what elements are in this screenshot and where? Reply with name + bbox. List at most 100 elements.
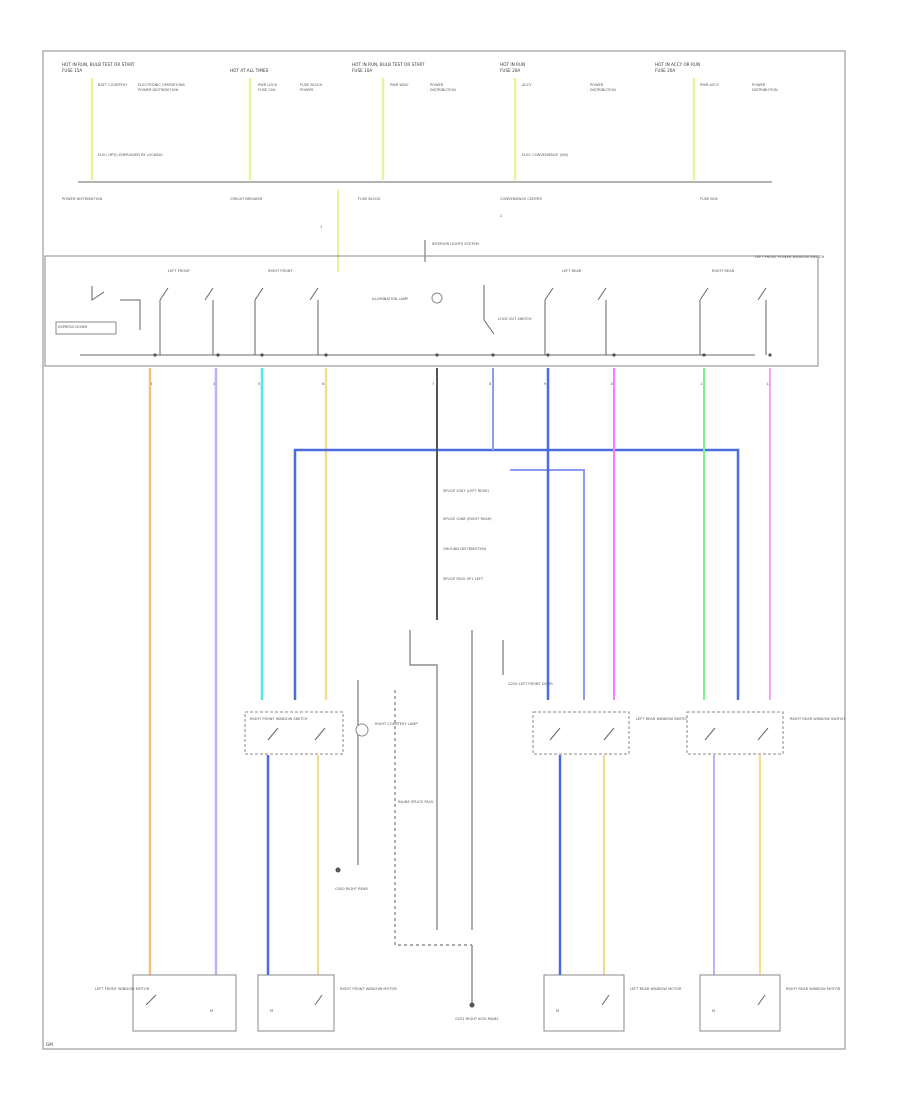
left-front-label: LEFT FRONT <box>168 269 191 273</box>
master-switch-outline <box>44 255 819 367</box>
footer-label: GM <box>46 1042 53 1047</box>
module-3-fuse: FUSE 10A <box>352 68 372 73</box>
module-4-heading: HOT IN RUN <box>500 62 525 67</box>
lr-switch-label: LEFT REAR WINDOW SWITCH <box>636 717 688 721</box>
left-rear-switch: LEFT REAR <box>544 269 607 355</box>
wire-code-2: 4 <box>213 382 216 386</box>
wire-code-6: 8 <box>489 382 492 386</box>
right-front-switch: RIGHT FRONT <box>254 269 319 355</box>
wire-code-10: 12 <box>766 382 771 386</box>
lockout-switch: LOCK OUT SWITCH <box>483 285 532 335</box>
module-1-note-2: POWER DISTRIBUTION <box>138 88 178 92</box>
diagram-frame <box>42 50 846 1050</box>
top-module-4: HOT IN RUN FUSE 20A ACCY POWER DISTRIBUT… <box>500 62 616 201</box>
module-5-note-2: DISTRIBUTION <box>752 88 778 92</box>
wire-code-3: 5 <box>258 382 260 386</box>
module-5-note-1: POWER <box>752 83 766 87</box>
ground-g300: G300 RIGHT REAR <box>335 887 368 891</box>
module-5-heading: HOT IN ACCY OR RUN <box>655 62 700 67</box>
module-1-note-1: ELECTRONIC OPERATIONS <box>138 83 186 87</box>
module-4-bottom-note: ELEC CONVENIENCE (SW) <box>522 153 569 157</box>
rf-motor-label: RIGHT FRONT WINDOW MOTOR <box>340 987 397 991</box>
lf-window-motor: LEFT FRONT WINDOW MOTOR M <box>95 974 237 1032</box>
lr-window-motor: LEFT REAR WINDOW MOTOR M <box>543 974 682 1032</box>
feed-wire-code: 1 <box>320 225 322 229</box>
ground-g201: G201 RIGHT KICK PANEL <box>455 1017 499 1021</box>
module-4-fuse: FUSE 20A <box>500 68 520 73</box>
rr-motor-label: RIGHT REAR WINDOW MOTOR <box>786 987 841 991</box>
module-1-fuse: FUSE 15A <box>62 68 82 73</box>
splice-notes: SPLICE S267 (LEFT REAR) SPLICE S268 (RIG… <box>443 489 492 581</box>
module-5-block: PWR ACCY <box>700 83 720 87</box>
module-4-block: ACCY <box>522 83 532 87</box>
courtesy-note: INTERIOR LIGHTS SYSTEM 2 <box>424 214 502 262</box>
module-4-note-2: DISTRIBUTION <box>590 88 616 92</box>
lf-motor-label: LEFT FRONT WINDOW MOTOR <box>95 987 150 991</box>
wire-code-row: 3 4 5 6 7 8 9 10 11 12 <box>150 382 771 386</box>
lr-motor-icon: M <box>556 1009 559 1013</box>
rr-switch-label: RIGHT REAR WINDOW SWITCH <box>790 717 845 721</box>
lf-motor-icon: M <box>210 1009 213 1013</box>
splice-note-4: SPLICE PACK SP1 LEFT <box>443 577 484 581</box>
splice-note-3: GROUND DISTRIBUTION <box>443 547 486 551</box>
wire-blue-loop <box>293 448 740 700</box>
master-switch-title: LEFT FRONT POWER WINDOW SWITCH <box>755 255 824 259</box>
rf-window-motor: RIGHT FRONT WINDOW MOTOR M <box>257 974 397 1032</box>
central-ground-wiring: G200 LEFT FRONT DOOR INLINE SPLICE PACK … <box>394 630 553 1021</box>
wire-code-4: 6 <box>322 382 325 386</box>
module-2-block: FUSE 20A <box>258 88 276 92</box>
top-module-2: HOT AT ALL TIMES PWR LOCK FUSE 20A FUSE … <box>230 68 323 201</box>
module-3-foot: FUSE BLOCK <box>358 197 381 201</box>
rf-window-switch: RIGHT FRONT WINDOW SWITCH <box>244 711 344 755</box>
rr-window-motor: RIGHT REAR WINDOW MOTOR M <box>699 974 841 1032</box>
top-fuse-row: HOT IN RUN, BULB TEST OR START FUSE 15A … <box>62 62 778 201</box>
module-3-block: PWR WDO <box>390 83 409 87</box>
lockout-label: LOCK OUT SWITCH <box>498 317 532 321</box>
inline-splice-note: INLINE SPLICE PACK <box>398 800 434 804</box>
master-switch-block: LEFT FRONT POWER WINDOW SWITCH EXPRESS D… <box>44 255 824 367</box>
courtesy-note-code: 2 <box>500 214 502 218</box>
courtesy-note-text: INTERIOR LIGHTS SYSTEM <box>432 242 479 246</box>
module-1-heading: HOT IN RUN, BULB TEST OR START <box>62 62 135 67</box>
express-down-label: EXPRESS DOWN <box>58 325 88 329</box>
module-3-heading: HOT IN RUN, BULB TEST OR START <box>352 62 425 67</box>
rf-motor-icon: M <box>270 1009 273 1013</box>
wire-light-blue <box>510 469 585 700</box>
top-module-5: HOT IN ACCY OR RUN FUSE 20A PWR ACCY POW… <box>655 62 778 201</box>
illumination-lamp: ILLUMINATION LAMP <box>372 292 443 304</box>
module-1-foot: POWER DISTRIBUTION <box>62 197 102 201</box>
left-front-switch: LEFT FRONT <box>159 269 214 355</box>
module-3-note-2: DISTRIBUTION <box>430 88 456 92</box>
wire-code-8: 10 <box>610 382 615 386</box>
lr-motor-label: LEFT REAR WINDOW MOTOR <box>630 987 682 991</box>
module-5-foot: FUSE BOX <box>700 197 718 201</box>
express-down-switch: EXPRESS DOWN <box>55 286 141 335</box>
module-2-heading: HOT AT ALL TIMES <box>230 68 269 73</box>
lr-window-switch: LEFT REAR WINDOW SWITCH <box>532 711 688 755</box>
module-4-foot: CONVENIENCE CENTER <box>500 197 542 201</box>
connector-pins <box>153 353 772 357</box>
module-2-foot: CIRCUIT BREAKER <box>230 197 263 201</box>
courtesy-lamp-label: RIGHT COURTESY LAMP <box>375 722 418 726</box>
colored-wires <box>148 368 771 975</box>
top-module-3: HOT IN RUN, BULB TEST OR START FUSE 10A … <box>352 62 456 201</box>
illumination-label: ILLUMINATION LAMP <box>372 297 409 301</box>
splice-note-1: SPLICE S267 (LEFT REAR) <box>443 489 489 493</box>
module-2-note-1: FUSE BLOCK <box>300 83 323 87</box>
rf-switch-label: RIGHT FRONT WINDOW SWITCH <box>250 717 308 721</box>
wire-code-7: 9 <box>544 382 547 386</box>
module-4-note-1: POWER <box>590 83 604 87</box>
module-1-bottom-note: ELEC (RTS) ENERGIZED BY LOCKING <box>98 153 163 157</box>
wire-code-9: 11 <box>700 382 705 386</box>
ground-g200: G200 LEFT FRONT DOOR <box>508 682 553 686</box>
rr-window-switch: RIGHT REAR WINDOW SWITCH <box>686 711 845 755</box>
module-2-fuse: PWR LOCK <box>258 83 278 87</box>
module-5-fuse: FUSE 20A <box>655 68 675 73</box>
module-3-note-1: POWER <box>430 83 444 87</box>
wire-code-5: 7 <box>432 382 434 386</box>
module-2-note-2: POWER <box>300 88 314 92</box>
top-module-1: HOT IN RUN, BULB TEST OR START FUSE 15A … <box>62 62 186 201</box>
rr-motor-icon: M <box>712 1009 715 1013</box>
right-rear-switch: RIGHT REAR <box>699 269 767 355</box>
